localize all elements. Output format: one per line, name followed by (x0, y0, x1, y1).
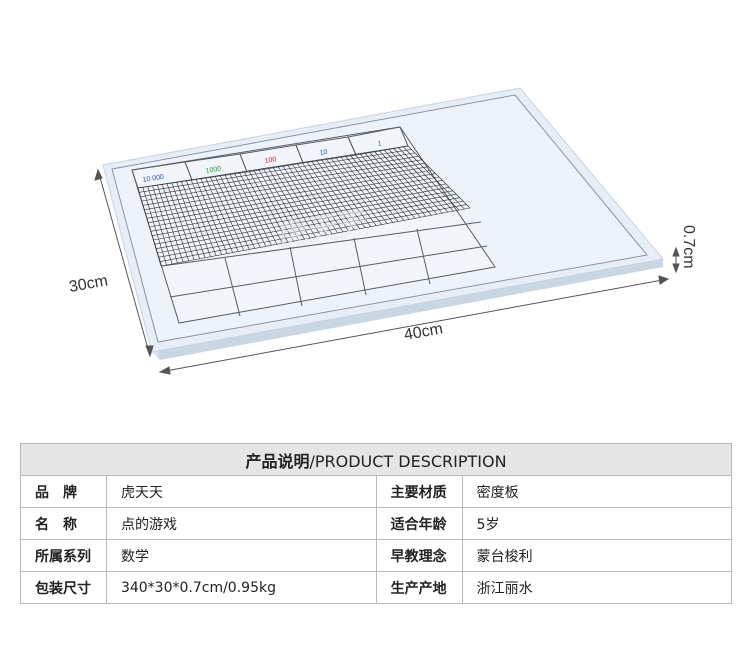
table-row: 所属系列 数学 早教理念 蒙台梭利 (20, 539, 733, 572)
column-label-10000: 10 000 (142, 174, 164, 184)
width-label: 40cm (403, 320, 444, 344)
table-header: 产品说明/PRODUCT DESCRIPTION (20, 443, 732, 476)
product-description-table: 产品说明/PRODUCT DESCRIPTION 品 牌 虎天天 主要材质 密度… (20, 443, 733, 604)
series-key: 所属系列 (20, 539, 107, 572)
brand-key: 品 牌 (20, 475, 107, 508)
name-value: 点的游戏 (105, 507, 377, 540)
concept-value: 蒙台梭利 (461, 539, 733, 572)
age-value: 5岁 (461, 507, 733, 540)
table-row: 品 牌 虎天天 主要材质 密度板 (20, 475, 733, 508)
table-header-row: 产品说明/PRODUCT DESCRIPTION (20, 443, 732, 476)
board-side-front (152, 259, 663, 360)
age-key: 适合年龄 (375, 507, 463, 540)
material-key: 主要材质 (375, 475, 463, 508)
table-row: 名 称 点的游戏 适合年龄 5岁 (20, 507, 733, 540)
package-size-key: 包装尺寸 (20, 571, 107, 604)
lower-boxes (161, 221, 488, 317)
material-value: 密度板 (461, 475, 733, 508)
header-title-cn: 产品说明 (245, 451, 310, 471)
column-label-100: 100 (264, 156, 277, 165)
thickness-label: 0.7cm (680, 225, 697, 269)
dimension-lines (94, 168, 680, 375)
dot-grid (137, 145, 471, 267)
concept-key: 早教理念 (375, 539, 463, 572)
name-key: 名 称 (20, 507, 107, 540)
column-label-1000: 1000 (205, 166, 222, 175)
table-row: 包装尺寸 340*30*0.7cm/0.95kg 生产产地 浙江丽水 (20, 571, 733, 604)
header-title-en: /PRODUCT DESCRIPTION (309, 451, 507, 471)
brand-value: 虎天天 (105, 475, 377, 508)
origin-key: 生产产地 (375, 571, 463, 604)
package-size-value: 340*30*0.7cm/0.95kg (105, 571, 377, 604)
product-image: 10 000 1000 100 10 1 虎天天 30cm 40cm 0.7cm (68, 87, 697, 375)
column-label-1: 1 (377, 140, 382, 148)
series-value: 数学 (105, 539, 377, 572)
column-label-10: 10 (319, 149, 328, 157)
depth-label: 30cm (68, 272, 109, 296)
origin-value: 浙江丽水 (461, 571, 733, 604)
